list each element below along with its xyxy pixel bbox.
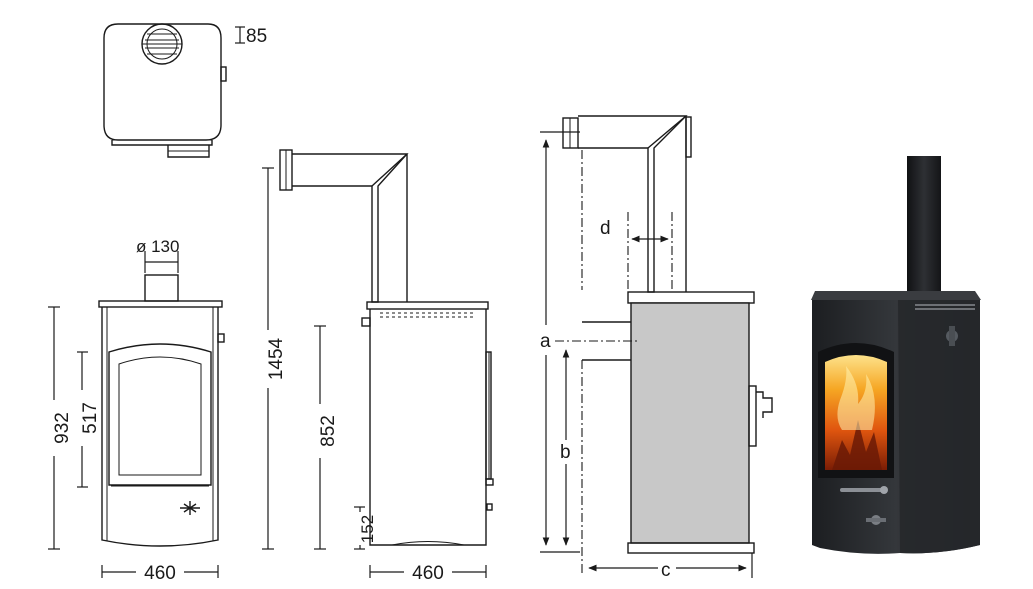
stove-photo <box>811 156 981 554</box>
dim-c-label: c <box>661 560 671 581</box>
dim-932-label: 932 <box>52 412 73 444</box>
dim-460-front-label: 460 <box>144 563 176 584</box>
dim-b-label: b <box>560 442 571 463</box>
dim-85-label: 85 <box>246 26 267 47</box>
dim-d-label: d <box>600 218 611 239</box>
dim-460-side-label: 460 <box>412 563 444 584</box>
stove-side-panel <box>630 302 750 544</box>
dim-152-label: 152 <box>358 515 377 543</box>
rear-connection-view: a b c d <box>540 115 773 581</box>
dim-852-label: 852 <box>318 415 339 447</box>
dim-517-label: 517 <box>80 402 101 434</box>
side-view: 1454 852 152 460 <box>262 149 494 584</box>
top-view: 85 <box>103 23 267 158</box>
front-view: ø 130 932 517 460 <box>48 237 225 584</box>
dim-flue-diameter-label: ø 130 <box>136 237 179 256</box>
dim-1454-label: 1454 <box>266 337 287 380</box>
vent-holes <box>380 312 476 318</box>
dim-a-label: a <box>540 331 551 352</box>
